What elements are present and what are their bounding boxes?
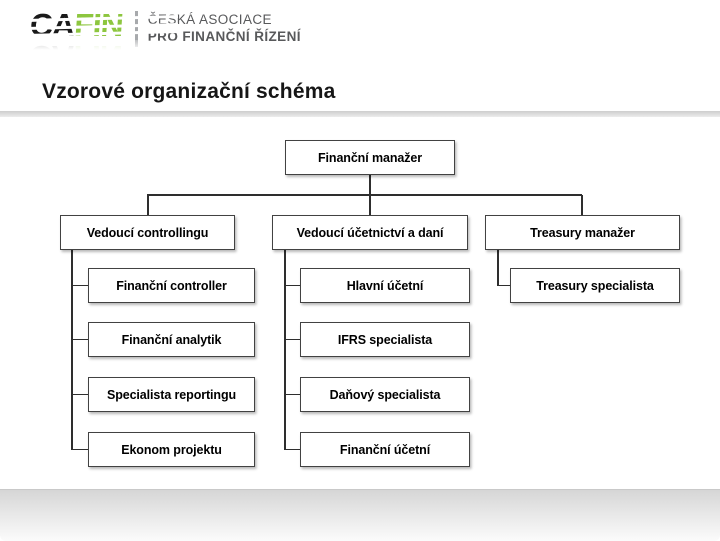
logo-tagline-line2: PRO FINANČNÍ ŘÍZENÍ: [147, 29, 301, 45]
cafin-logo-wordmark: CAFIN CAFIN: [25, 7, 180, 54]
connector-stub: [285, 338, 300, 340]
connector-trunk: [71, 250, 73, 450]
connector-line: [147, 195, 149, 215]
connector-stub: [285, 284, 300, 286]
org-node-vedouci-ucetnictvi-a-dani: Vedoucí účetnictví a daní: [272, 215, 468, 250]
org-node-financni-controller: Finanční controller: [88, 268, 255, 303]
org-node-financni-analytik: Finanční analytik: [88, 322, 255, 357]
connector-line: [369, 195, 371, 215]
cafin-logo: CAFIN CAFIN ČESKÁ ASOCIACE PRO FINANČNÍ …: [25, 7, 301, 54]
org-node-financni-ucetni: Finanční účetní: [300, 432, 470, 467]
connector-line: [581, 195, 583, 215]
connector-line: [369, 175, 371, 195]
slide-footer-band: [0, 489, 720, 541]
org-node-ekonom-projektu: Ekonom projektu: [88, 432, 255, 467]
org-node-danovy-specialista: Daňový specialista: [300, 377, 470, 412]
connector-stub: [72, 448, 88, 450]
connector-stub: [72, 284, 88, 286]
connector-stub: [498, 284, 510, 286]
connector-stub: [285, 448, 300, 450]
title-divider-rule: [0, 111, 720, 117]
org-node-treasury-specialista: Treasury specialista: [510, 268, 680, 303]
org-node-ifrs-specialista: IFRS specialista: [300, 322, 470, 357]
connector-trunk: [284, 250, 286, 450]
org-node-vedouci-controllingu: Vedoucí controllingu: [60, 215, 235, 250]
connector-stub: [72, 393, 88, 395]
connector-stub: [285, 393, 300, 395]
org-node-specialista-reportingu: Specialista reportingu: [88, 377, 255, 412]
logo-reflection-fade: [30, 40, 180, 51]
connector-trunk: [497, 250, 499, 286]
logo-tagline: ČESKÁ ASOCIACE PRO FINANČNÍ ŘÍZENÍ: [148, 8, 301, 46]
slide-title: Vzorové organizační schéma: [42, 80, 336, 103]
connector-stub: [72, 338, 88, 340]
org-node-hlavni-ucetni: Hlavní účetní: [300, 268, 470, 303]
org-node-treasury-manazer: Treasury manažer: [485, 215, 680, 250]
connector-line: [147, 194, 583, 196]
logo-divider-bar: [134, 11, 138, 47]
org-node-financni-manazer: Finanční manažer: [285, 140, 455, 175]
logo-tagline-line1: ČESKÁ ASOCIACE: [147, 12, 272, 27]
